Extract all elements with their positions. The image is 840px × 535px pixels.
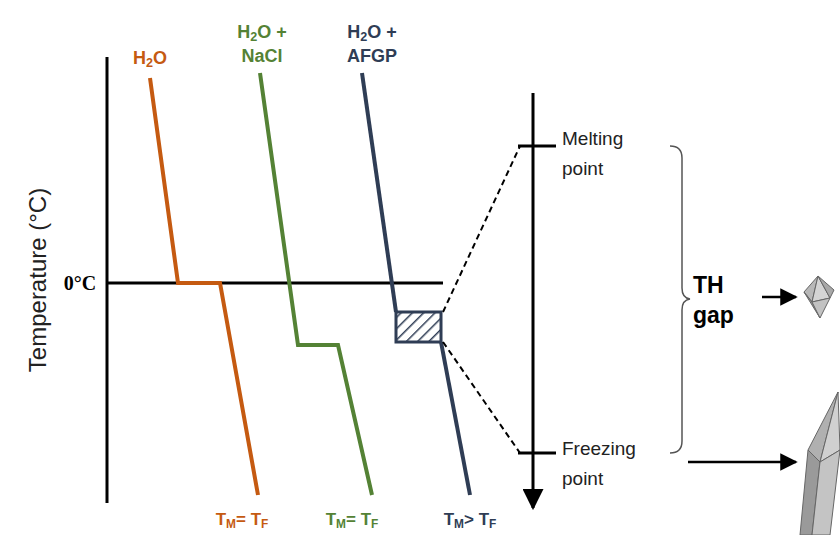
tick [518, 145, 556, 148]
relation-label: TM> TF [444, 508, 497, 531]
arrow [762, 296, 796, 299]
afgp-curve [362, 73, 396, 312]
axis-title: Temperature (°C) [22, 188, 54, 372]
tick [518, 452, 556, 455]
gap-label: TH gap [693, 270, 755, 330]
zero-label: 0°C [64, 270, 96, 297]
relation-label: TM= TF [326, 508, 379, 531]
afgp-curve [441, 342, 470, 495]
nacl-curve [260, 73, 372, 495]
hysteresis-box [396, 312, 441, 342]
point-label: Melting point [562, 124, 662, 184]
series-label: H2O [133, 46, 167, 70]
point-label: Freezing point [562, 434, 662, 494]
relation-label: TM= TF [216, 508, 269, 531]
series-label: H2O + NaCl [222, 20, 302, 68]
y-axis [106, 57, 109, 503]
bracket [670, 146, 690, 453]
water-curve [150, 78, 258, 495]
zoom-line [443, 342, 520, 453]
arrow [688, 461, 796, 464]
series-label: H2O + AFGP [332, 20, 412, 68]
zoom-axis [532, 93, 535, 508]
crystal-spicule [800, 392, 840, 535]
zoom-line [443, 146, 520, 312]
crystal-small [804, 276, 834, 318]
